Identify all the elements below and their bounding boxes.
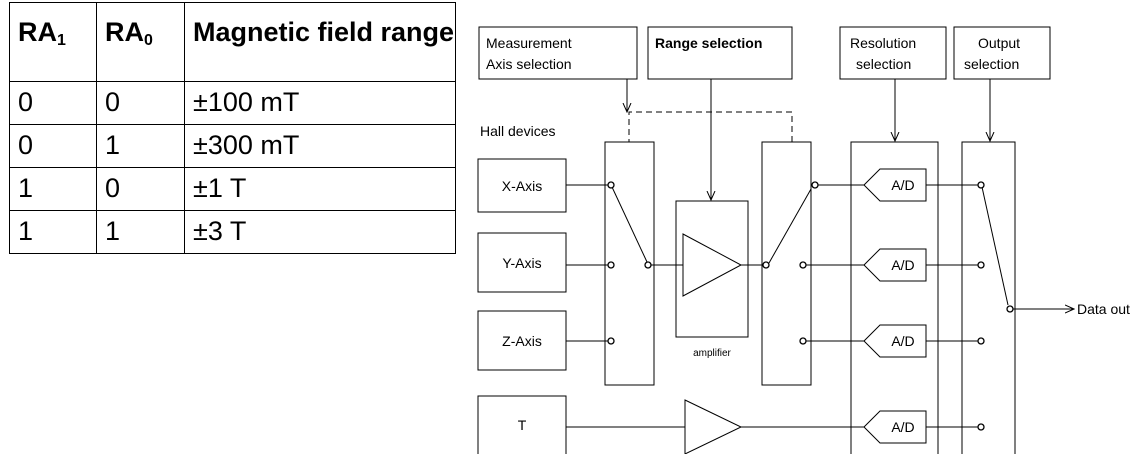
data-out-label: Data out — [1077, 301, 1130, 317]
header-ra0-main: RA — [105, 17, 144, 47]
node — [799, 261, 807, 269]
z-axis-box: Z-Axis — [477, 310, 567, 371]
output-label-line2: selection — [964, 56, 1019, 72]
cell-range: ±1 T — [184, 167, 456, 211]
measurement-axis-selection-box: Measurement Axis selection — [478, 26, 638, 80]
y-axis-label: Y-Axis — [502, 255, 541, 271]
cell-range: ±3 T — [184, 210, 456, 254]
output-switch-lever — [981, 186, 1009, 306]
range-selection-label: Range selection — [655, 35, 762, 51]
cell-range: ±300 mT — [184, 124, 456, 168]
adc-3: A/D — [863, 324, 927, 358]
cell-ra0: 0 — [96, 81, 185, 125]
measurement-label-line1: Measurement — [486, 35, 572, 51]
resolution-selection-box: Resolution selection — [839, 26, 947, 80]
cell-ra1: 1 — [9, 167, 97, 211]
node — [607, 261, 615, 269]
amplifier-box — [675, 200, 749, 338]
node — [799, 337, 807, 345]
adc-label: A/D — [891, 257, 914, 273]
adc-1: A/D — [863, 168, 927, 202]
output-mux-box — [961, 141, 1016, 454]
table-row: 1 1 ±3 T — [9, 210, 456, 254]
header-ra0-sub: 0 — [144, 32, 153, 49]
adc-label: A/D — [891, 419, 914, 435]
table-header-row: RA1 RA0 Magnetic field range — [9, 2, 456, 82]
header-ra1: RA1 — [9, 2, 97, 82]
cell-ra1: 0 — [9, 81, 97, 125]
switch-nodes — [607, 181, 1014, 431]
node — [607, 337, 615, 345]
node — [977, 261, 985, 269]
temperature-label: T — [518, 417, 527, 433]
header-ra1-main: RA — [18, 17, 57, 47]
adc-label: A/D — [891, 333, 914, 349]
node — [644, 261, 652, 269]
cell-ra0: 1 — [96, 124, 185, 168]
hall-devices-label: Hall devices — [480, 123, 555, 139]
table-row: 0 0 ±100 mT — [9, 81, 456, 125]
amplifier-label: amplifier — [693, 348, 731, 359]
output-label-line1: Output — [978, 35, 1020, 51]
range-switch-lever — [768, 188, 812, 264]
cell-ra1: 0 — [9, 124, 97, 168]
y-axis-box: Y-Axis — [477, 232, 567, 293]
temperature-box: T — [477, 395, 567, 454]
table-row: 0 1 ±300 mT — [9, 124, 456, 168]
adc-label: A/D — [891, 177, 914, 193]
resolution-label-line2: selection — [856, 56, 911, 72]
resolution-label-line1: Resolution — [850, 35, 916, 51]
x-axis-box: X-Axis — [477, 158, 567, 213]
cell-ra0: 1 — [96, 210, 185, 254]
t-buffer-icon — [684, 399, 743, 454]
magnetic-range-table: RA1 RA0 Magnetic field range 0 0 ±100 mT… — [9, 2, 456, 254]
header-ra1-sub: 1 — [57, 32, 66, 49]
z-axis-label: Z-Axis — [502, 333, 542, 349]
header-range: Magnetic field range — [184, 2, 456, 82]
x-axis-label: X-Axis — [502, 178, 542, 194]
table-row: 1 0 ±1 T — [9, 167, 456, 211]
adc-2: A/D — [863, 248, 927, 282]
output-selection-box: Output selection — [953, 26, 1051, 80]
axis-switch-lever — [611, 186, 648, 263]
node — [977, 181, 985, 189]
range-selection-box: Range selection — [647, 26, 793, 80]
node — [977, 423, 985, 431]
node — [762, 261, 770, 269]
node — [607, 181, 615, 189]
header-ra0: RA0 — [96, 2, 185, 82]
node — [811, 181, 819, 189]
node — [977, 337, 985, 345]
cell-range: ±100 mT — [184, 81, 456, 125]
measurement-label-line2: Axis selection — [486, 56, 572, 72]
node — [1006, 305, 1014, 313]
cell-ra1: 1 — [9, 210, 97, 254]
